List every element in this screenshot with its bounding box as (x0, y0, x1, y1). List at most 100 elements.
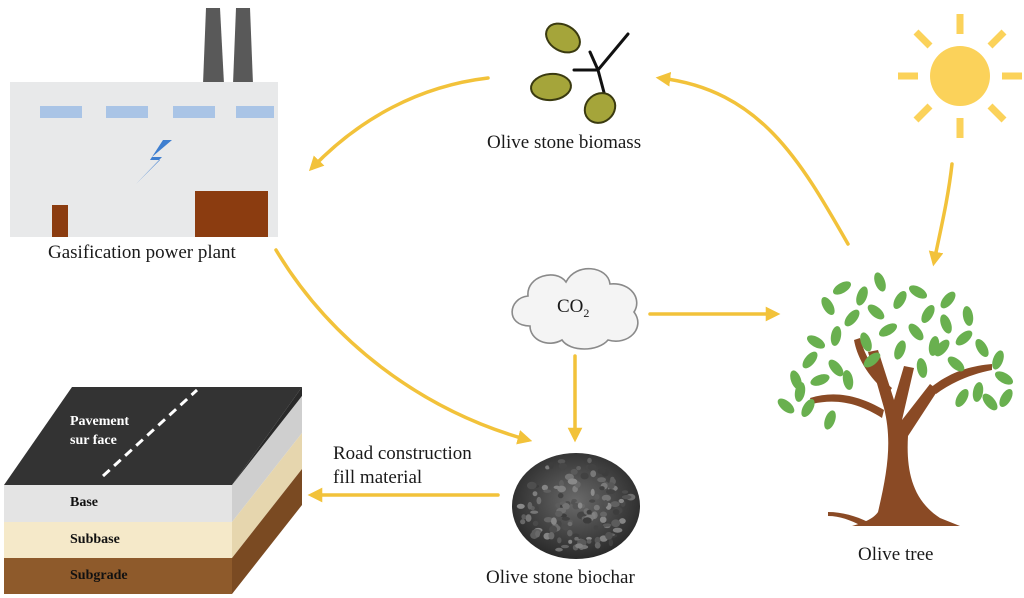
leaf (894, 340, 906, 360)
biochar-granule (557, 485, 566, 493)
plant-door-large (195, 191, 268, 237)
biochar-granule (606, 489, 616, 495)
co2-cloud-icon (511, 267, 639, 350)
leaf (863, 352, 881, 368)
biochar-granule (525, 514, 532, 522)
leaf (982, 393, 998, 411)
biochar-granule (594, 536, 601, 544)
olive-fruit (545, 22, 581, 54)
biochar-granule (594, 542, 601, 549)
leaf (806, 335, 826, 349)
biochar-pile-icon (512, 453, 640, 559)
biochar-granule (603, 500, 608, 507)
biochar-granule (602, 523, 612, 527)
biochar-granule (572, 502, 580, 510)
biochar-granule (534, 505, 539, 512)
subgrade-layer-label: Subgrade (70, 568, 128, 583)
biochar-granule (557, 537, 562, 544)
biochar-granule (570, 468, 578, 475)
biochar-granule (600, 511, 607, 518)
tree-branch (930, 364, 992, 394)
biochar-granule (562, 524, 570, 531)
leaf (860, 332, 872, 352)
biochar-granule (526, 481, 537, 490)
pavement-layers-icon (4, 387, 302, 594)
biochar-granule (548, 462, 554, 469)
leaf (777, 398, 795, 414)
biochar-granule (532, 520, 539, 527)
biochar-granule (586, 536, 592, 541)
leaf (940, 291, 956, 309)
biochar-granule (586, 539, 592, 544)
biochar-granule (561, 516, 571, 521)
leaf (824, 410, 836, 430)
biochar-granule (557, 459, 566, 464)
leaf (947, 356, 965, 372)
arrow-plant-to-biochar (274, 248, 533, 445)
biochar-granule (590, 470, 597, 478)
leaf (842, 370, 854, 390)
plant-window (106, 106, 148, 118)
biochar-granule (535, 530, 541, 538)
biochar-granule (582, 517, 592, 524)
leaf (832, 281, 852, 295)
biochar-granule (580, 472, 589, 480)
biochar-granule (557, 492, 564, 499)
leaf (810, 374, 830, 386)
leaf (828, 359, 844, 377)
biochar-granule (621, 490, 629, 494)
chimney-left (203, 8, 224, 84)
leaf (867, 304, 885, 320)
leaf (878, 323, 898, 337)
leaf (908, 285, 928, 299)
leaf (972, 382, 984, 402)
biochar-granule (576, 466, 581, 471)
layer-subgrade (4, 558, 232, 594)
biochar-granule (558, 462, 568, 470)
arrow-tree-to-biomass (655, 71, 850, 246)
flow-arrows (274, 71, 954, 503)
biochar-granule (590, 488, 595, 496)
leaf (830, 326, 842, 346)
leaf (874, 272, 886, 292)
olive-tree-icon (777, 272, 1014, 526)
biochar-granule (548, 532, 555, 540)
leaf (821, 296, 835, 316)
biochar-granule (520, 519, 526, 525)
biochar-granule (532, 491, 538, 497)
pavement-surface-label-line2: sur face (70, 433, 117, 448)
leaf (802, 351, 818, 369)
biochar-granule (530, 510, 539, 514)
power-plant-label: Gasification power plant (48, 242, 236, 263)
biochar-granule (541, 484, 549, 491)
biochar-granule (555, 510, 563, 517)
olive-fruit (530, 72, 572, 102)
road-center-line (101, 388, 199, 478)
leaf (908, 323, 924, 341)
biochar-granule (575, 543, 583, 549)
biochar-granule (618, 498, 624, 504)
biochar-granule (567, 529, 573, 537)
leaf (921, 304, 935, 324)
base-layer-label: Base (70, 495, 98, 510)
biochar-granule (587, 463, 597, 471)
tree-root (828, 512, 868, 526)
biochar-granule (608, 539, 614, 547)
biochar-granule (599, 486, 605, 491)
subbase-layer-label: Subbase (70, 532, 120, 547)
biochar-granule (612, 509, 620, 515)
biochar-granule (587, 457, 592, 464)
biochar-granule (597, 477, 606, 483)
arrow-biomass-to-plant (308, 76, 490, 172)
biochar-granule (619, 518, 626, 524)
biochar-granule (536, 496, 542, 505)
leaf (934, 339, 950, 357)
biochar-granule (607, 482, 615, 490)
biochar-granule (577, 502, 583, 509)
leaf (928, 336, 940, 356)
biochar-granule (601, 494, 611, 502)
leaf (801, 398, 815, 418)
layer-base (4, 485, 232, 522)
tree-branch (854, 338, 892, 394)
